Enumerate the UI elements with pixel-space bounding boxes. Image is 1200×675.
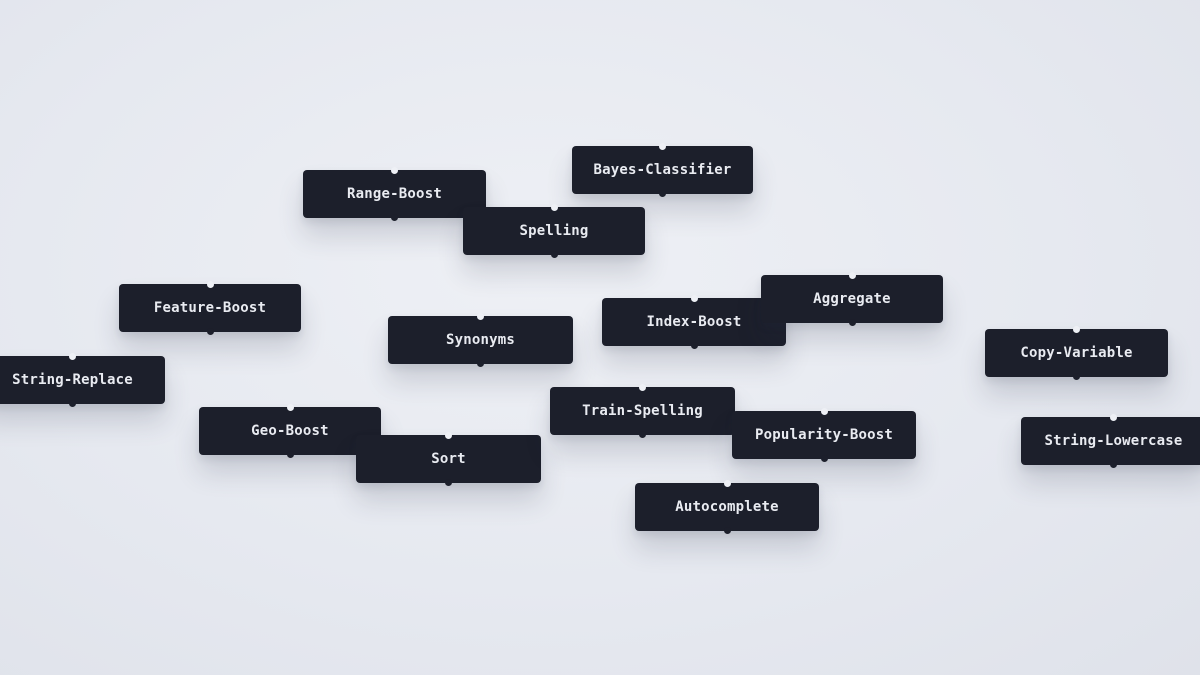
input-port[interactable] [848, 272, 856, 279]
input-port[interactable] [477, 313, 484, 320]
node-index-boost[interactable]: Index-Boost [602, 295, 786, 349]
node-geo-boost[interactable]: Geo-Boost [199, 404, 381, 458]
output-port[interactable] [391, 214, 398, 221]
node-label: Aggregate [813, 291, 891, 307]
node-label: Spelling [519, 223, 589, 239]
node-popularity-boost[interactable]: Popularity-Boost [732, 408, 916, 462]
node-label: Autocomplete [675, 499, 779, 515]
input-port[interactable] [286, 404, 294, 411]
node-label: Sort [431, 451, 466, 467]
node-label: Synonyms [445, 332, 516, 348]
output-port[interactable] [1073, 373, 1080, 380]
output-port[interactable] [550, 251, 558, 258]
output-port[interactable] [639, 431, 646, 438]
input-port[interactable] [391, 167, 398, 174]
output-port[interactable] [1110, 461, 1117, 468]
input-port[interactable] [723, 480, 731, 487]
output-port[interactable] [848, 319, 856, 326]
node-feature-boost[interactable]: Feature-Boost [119, 281, 301, 335]
output-port[interactable] [286, 451, 294, 458]
node-autocomplete[interactable]: Autocomplete [635, 480, 819, 534]
output-port[interactable] [690, 342, 698, 349]
node-synonyms[interactable]: Synonyms [388, 313, 573, 367]
output-port[interactable] [69, 400, 76, 407]
input-port[interactable] [1073, 326, 1080, 333]
node-label: Range-Boost [347, 186, 442, 202]
input-port[interactable] [1110, 414, 1117, 421]
node-label: Feature-Boost [153, 300, 267, 316]
node-spelling[interactable]: Spelling [463, 204, 645, 258]
node-label: Copy-Variable [1020, 345, 1133, 361]
output-port[interactable] [820, 455, 828, 462]
node-label: Train-Spelling [582, 403, 703, 419]
node-sort[interactable]: Sort [356, 432, 541, 486]
input-port[interactable] [69, 353, 76, 360]
input-port[interactable] [206, 281, 214, 288]
input-port[interactable] [639, 384, 646, 391]
input-port[interactable] [550, 204, 558, 211]
node-aggregate[interactable]: Aggregate [761, 272, 943, 326]
node-label: String-Lowercase [1044, 433, 1183, 449]
input-port[interactable] [445, 432, 452, 439]
node-bayes-classifier[interactable]: Bayes-Classifier [572, 143, 753, 197]
input-port[interactable] [659, 143, 666, 150]
node-label: String-Replace [12, 372, 133, 388]
output-port[interactable] [477, 360, 484, 367]
input-port[interactable] [820, 408, 828, 415]
output-port[interactable] [206, 328, 214, 335]
output-port[interactable] [723, 527, 731, 534]
node-range-boost[interactable]: Range-Boost [303, 167, 486, 221]
output-port[interactable] [659, 190, 666, 197]
node-train-spelling[interactable]: Train-Spelling [550, 384, 735, 438]
node-string-replace[interactable]: String-Replace [0, 353, 165, 407]
node-label: Popularity-Boost [754, 427, 894, 443]
node-label: Bayes-Classifier [593, 162, 732, 178]
node-label: Geo-Boost [251, 423, 329, 439]
node-string-lowercase[interactable]: String-Lowercase [1021, 414, 1200, 468]
node-label: Index-Boost [646, 314, 742, 330]
node-copy-variable[interactable]: Copy-Variable [985, 326, 1168, 380]
input-port[interactable] [690, 295, 698, 302]
output-port[interactable] [445, 479, 452, 486]
